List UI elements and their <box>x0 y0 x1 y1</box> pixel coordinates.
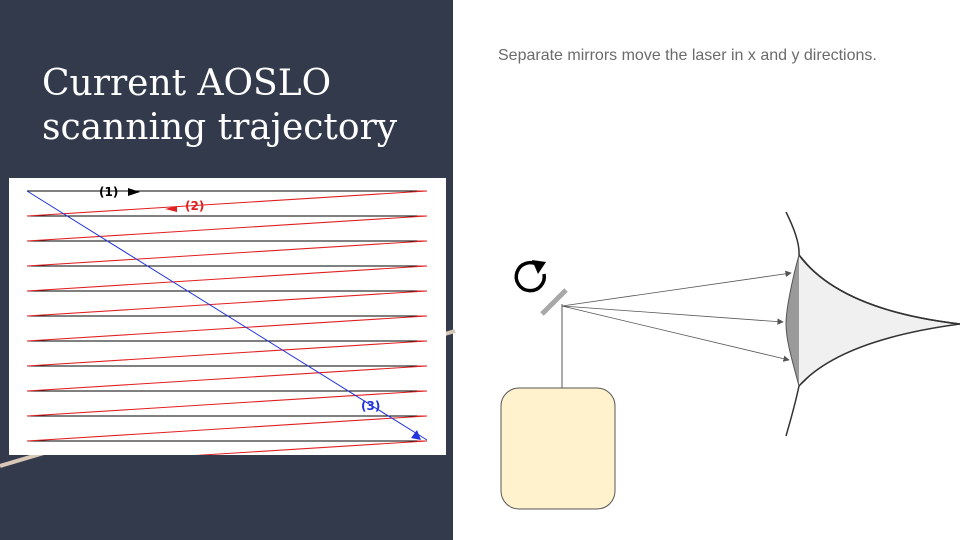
label-slow-scan: (3) <box>361 399 380 413</box>
scan-mirror <box>540 288 568 316</box>
title-line-2: scanning trajectory <box>42 107 398 148</box>
return-scan-line <box>26 440 428 467</box>
return-scan-line <box>26 265 428 292</box>
return-scan-line <box>26 215 428 242</box>
return-scan-line <box>26 390 428 417</box>
fast-scan-arrowhead <box>128 188 140 196</box>
return-scan-arrowhead <box>165 206 177 212</box>
slide-title: Current AOSLO scanning trajectory <box>42 62 442 150</box>
return-scan-line <box>26 415 428 442</box>
laser-source-box <box>500 387 616 510</box>
scan-ray-middle <box>561 305 784 325</box>
fast-scan-lines <box>27 190 427 442</box>
return-scan-line <box>26 315 428 342</box>
label-fast-scan: (1) <box>99 185 118 199</box>
eye-outline <box>798 254 960 325</box>
return-scan-line <box>26 290 428 317</box>
scan-trajectory-figure: (1) (2) (3) <box>9 178 446 467</box>
slow-scan-diagonal <box>26 190 428 441</box>
slide-subtitle: Separate mirrors move the laser in x and… <box>498 47 877 64</box>
eye-upper-lid <box>785 211 800 256</box>
title-line-1: Current AOSLO <box>42 63 332 104</box>
return-scan-line <box>26 365 428 392</box>
slow-scan-arrowhead <box>411 430 421 440</box>
return-scan-line <box>26 190 428 217</box>
scan-trajectory-svg: (1) (2) (3) <box>26 185 428 467</box>
return-scan-line <box>26 240 428 267</box>
rotate-arrow-icon <box>514 260 546 293</box>
scan-ray-top <box>561 270 792 307</box>
label-return-scan: (2) <box>185 199 204 213</box>
return-scan-lines <box>26 190 428 467</box>
scan-ray-bottom <box>561 305 790 362</box>
optics-diagram <box>500 211 960 510</box>
return-scan-line <box>26 340 428 367</box>
eye-lower-lid <box>785 385 800 437</box>
